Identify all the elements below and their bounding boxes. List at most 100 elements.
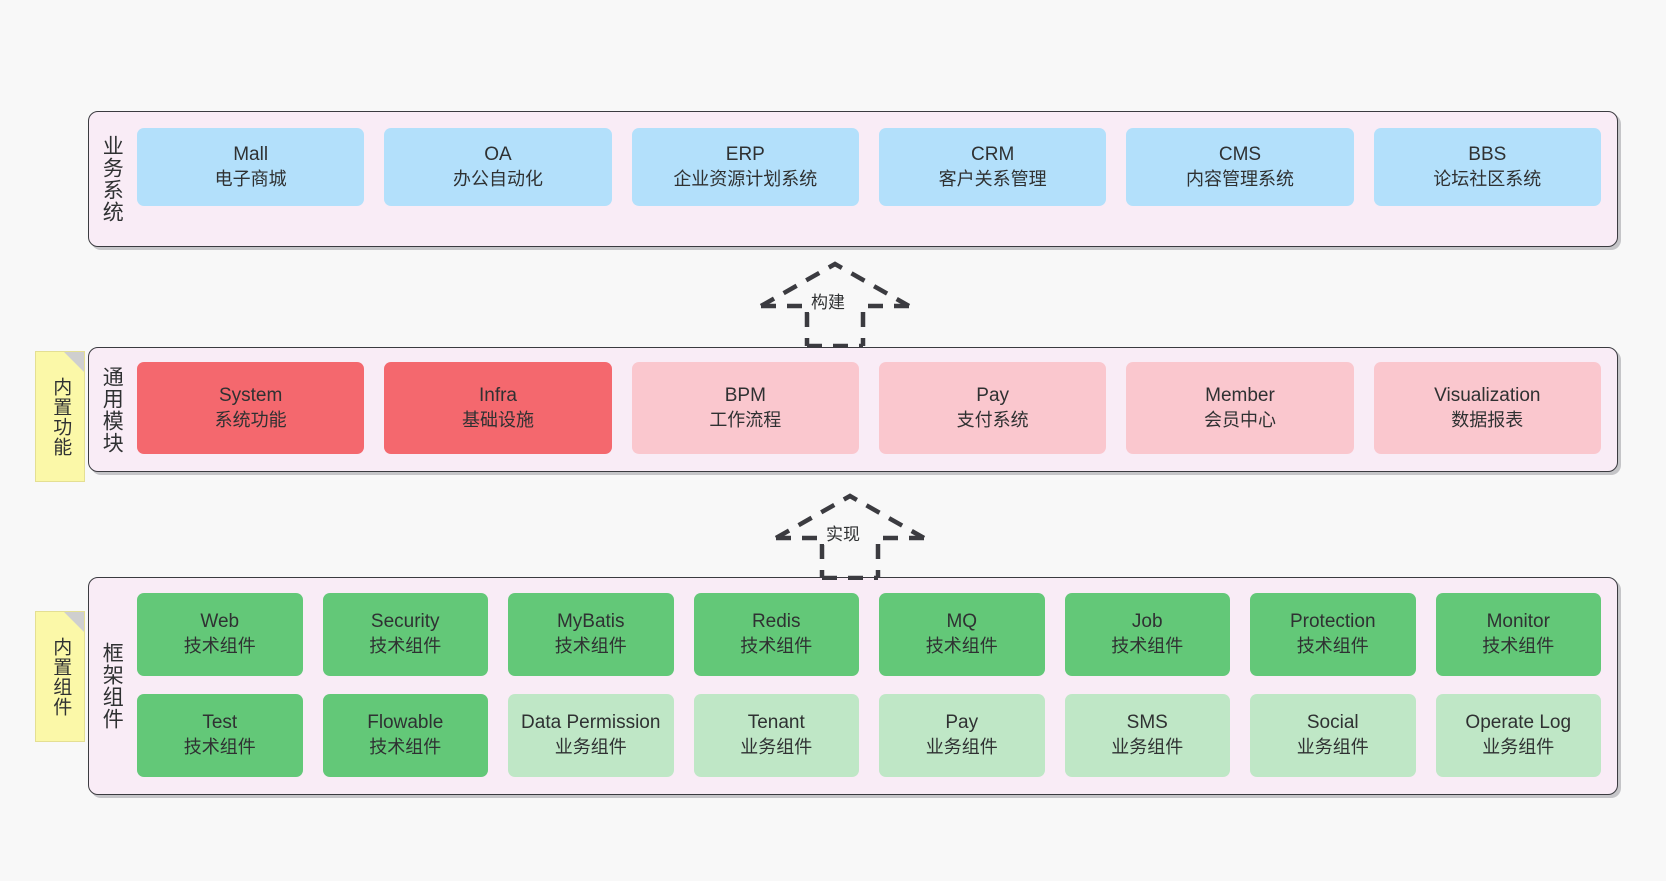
card-sms[interactable]: SMS 业务组件 (1064, 693, 1230, 777)
card-subtitle: 基础设施 (461, 409, 534, 430)
card-subtitle: 技术组件 (183, 636, 256, 657)
card-subtitle: 业务组件 (1296, 736, 1369, 757)
card-title: Monitor (1486, 611, 1550, 633)
card-title: Job (1131, 611, 1163, 633)
card-title: CRM (971, 143, 1015, 165)
framework-card-group: Web 技术组件 Security 技术组件 MyBatis 技术组件 Redi… (133, 578, 1617, 794)
card-protection[interactable]: Protection 技术组件 (1250, 593, 1416, 676)
framework-card-row-tech: Web 技术组件 Security 技术组件 MyBatis 技术组件 Redi… (137, 593, 1601, 678)
card-test[interactable]: Test 技术组件 (137, 693, 303, 777)
card-title: BBS (1468, 143, 1507, 165)
card-title: Infra (478, 384, 517, 406)
card-subtitle: 客户关系管理 (938, 168, 1047, 189)
card-cms[interactable]: CMS 内容管理系统 (1126, 128, 1354, 206)
card-subtitle: 数据报表 (1451, 409, 1524, 430)
card-bbs[interactable]: BBS 论坛社区系统 (1373, 128, 1601, 206)
card-subtitle: 技术组件 (1482, 636, 1555, 657)
card-title: System (218, 384, 283, 406)
card-title: Test (202, 711, 238, 733)
card-title: Visualization (1434, 384, 1541, 406)
note-label: 内置组件 (50, 636, 72, 717)
card-title: Pay (976, 384, 1010, 406)
card-operate-log[interactable]: Operate Log 业务组件 (1435, 693, 1601, 777)
card-subtitle: 企业资源计划系统 (673, 168, 818, 189)
card-flowable[interactable]: Flowable 技术组件 (322, 693, 488, 777)
card-subtitle: 内容管理系统 (1185, 168, 1294, 189)
card-monitor[interactable]: Monitor 技术组件 (1435, 593, 1601, 676)
card-title: Social (1306, 711, 1359, 733)
card-subtitle: 技术组件 (1111, 636, 1184, 657)
card-mq[interactable]: MQ 技术组件 (879, 593, 1045, 676)
card-subtitle: 系统功能 (214, 409, 287, 430)
section-label-common: 通用模块 (100, 365, 124, 454)
card-member[interactable]: Member 会员中心 (1126, 362, 1354, 454)
card-title: Security (370, 611, 440, 633)
section-label-business: 业务系统 (100, 135, 124, 223)
card-mybatis[interactable]: MyBatis 技术组件 (508, 593, 674, 676)
common-card-group: System 系统功能 Infra 基础设施 BPM 工作流程 Pay 支付系统 (133, 348, 1617, 471)
section-framework-components: 框架组件 Web 技术组件 Security 技术组件 MyBatis 技术组件 (88, 577, 1618, 795)
card-subtitle: 技术组件 (554, 636, 627, 657)
card-subtitle: 业务组件 (1111, 736, 1184, 757)
card-erp[interactable]: ERP 企业资源计划系统 (631, 128, 859, 206)
card-subtitle: 技术组件 (740, 636, 813, 657)
card-crm[interactable]: CRM 客户关系管理 (878, 128, 1107, 206)
card-bpm[interactable]: BPM 工作流程 (631, 362, 859, 454)
card-subtitle: 论坛社区系统 (1433, 168, 1542, 189)
card-web[interactable]: Web 技术组件 (137, 593, 303, 676)
card-title: CMS (1218, 143, 1262, 165)
card-mall[interactable]: Mall 电子商城 (137, 128, 365, 206)
arrow-build: 构建 (755, 258, 915, 349)
card-title: Protection (1289, 611, 1376, 633)
card-title: Redis (751, 611, 801, 633)
common-card-row: System 系统功能 Infra 基础设施 BPM 工作流程 Pay 支付系统 (137, 362, 1601, 457)
card-subtitle: 办公自动化 (452, 168, 543, 189)
card-redis[interactable]: Redis 技术组件 (693, 593, 859, 676)
card-subtitle: 业务组件 (1482, 736, 1555, 757)
card-subtitle: 技术组件 (1296, 636, 1369, 657)
arrow-implement: 实现 (770, 490, 930, 581)
card-visualization[interactable]: Visualization 数据报表 (1373, 362, 1601, 454)
section-common-modules: 通用模块 System 系统功能 Infra 基础设施 BPM 工作流程 (88, 347, 1618, 472)
card-title: OA (484, 143, 512, 165)
card-subtitle: 支付系统 (956, 409, 1029, 430)
note-fold-icon (64, 612, 84, 632)
framework-card-row-business: Test 技术组件 Flowable 技术组件 Data Permission … (137, 693, 1601, 779)
card-subtitle: 技术组件 (183, 736, 256, 757)
card-system[interactable]: System 系统功能 (137, 362, 365, 454)
arrow-build-label: 构建 (809, 288, 847, 313)
card-title: Web (200, 611, 240, 633)
card-oa[interactable]: OA 办公自动化 (384, 128, 612, 206)
business-card-group: Mall 电子商城 OA 办公自动化 ERP 企业资源计划系统 CRM 客户关系… (133, 112, 1617, 246)
card-tenant[interactable]: Tenant 业务组件 (693, 693, 859, 777)
card-infra[interactable]: Infra 基础设施 (384, 362, 612, 454)
card-title: Tenant (747, 711, 805, 733)
card-subtitle: 工作流程 (709, 409, 782, 430)
card-subtitle: 技术组件 (369, 636, 442, 657)
card-data-permission[interactable]: Data Permission 业务组件 (508, 693, 674, 777)
card-title: MQ (946, 611, 978, 633)
card-subtitle: 技术组件 (369, 736, 442, 757)
card-job[interactable]: Job 技术组件 (1064, 593, 1230, 676)
card-title: SMS (1126, 711, 1168, 733)
card-title: BPM (724, 384, 766, 406)
card-security[interactable]: Security 技术组件 (322, 593, 488, 676)
arrow-implement-label: 实现 (824, 520, 862, 545)
card-subtitle: 电子商城 (214, 168, 287, 189)
arrow-implement-icon (774, 493, 926, 581)
card-social[interactable]: Social 业务组件 (1250, 693, 1416, 777)
card-title: Mall (233, 143, 269, 165)
card-pay-component[interactable]: Pay 业务组件 (879, 693, 1045, 777)
card-subtitle: 技术组件 (925, 636, 998, 657)
card-title: MyBatis (556, 611, 625, 633)
note-fold-icon (64, 352, 84, 372)
note-label: 内置功能 (50, 376, 72, 457)
card-subtitle: 会员中心 (1203, 409, 1276, 430)
card-subtitle: 业务组件 (925, 736, 998, 757)
arrow-build-icon (759, 261, 911, 349)
business-card-row: Mall 电子商城 OA 办公自动化 ERP 企业资源计划系统 CRM 客户关系… (137, 128, 1601, 230)
card-subtitle: 业务组件 (740, 736, 813, 757)
card-pay[interactable]: Pay 支付系统 (878, 362, 1107, 454)
card-title: ERP (725, 143, 765, 165)
